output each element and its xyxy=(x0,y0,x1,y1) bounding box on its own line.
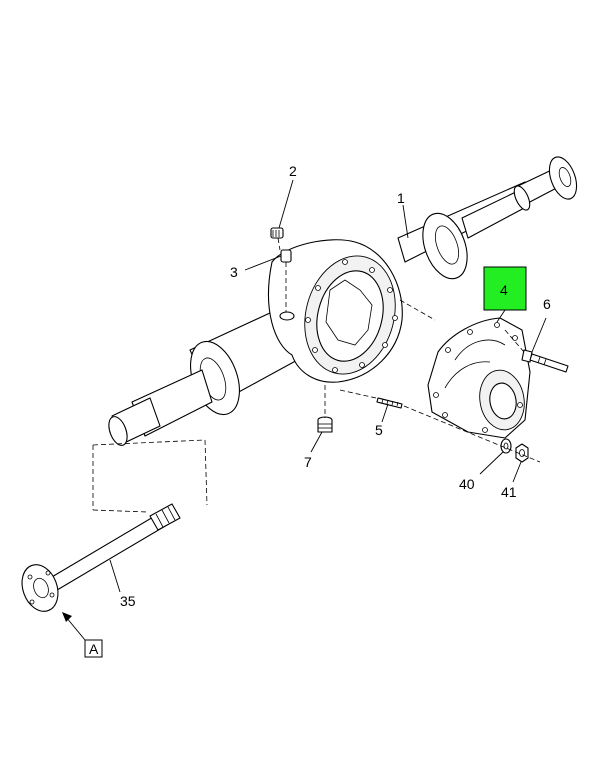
alignment-lines xyxy=(92,237,541,513)
view-arrow xyxy=(62,612,86,641)
callout-41[interactable]: 41 xyxy=(501,484,517,500)
callout-5[interactable]: 5 xyxy=(375,422,383,438)
callout-7[interactable]: 7 xyxy=(304,454,312,470)
stud[interactable] xyxy=(376,397,403,409)
washer[interactable] xyxy=(500,438,512,454)
callout-35[interactable]: 35 xyxy=(120,593,136,609)
axle-housing[interactable] xyxy=(105,153,581,448)
axle-shaft[interactable] xyxy=(16,503,181,616)
callout-1[interactable]: 1 xyxy=(397,190,405,206)
bolt[interactable] xyxy=(521,349,569,373)
callout-3[interactable]: 3 xyxy=(230,264,238,280)
callout-4-highlight xyxy=(483,266,527,311)
view-ref-box xyxy=(84,639,103,658)
differential-carrier[interactable] xyxy=(427,317,531,439)
callout-6[interactable]: 6 xyxy=(543,296,551,312)
callout-40[interactable]: 40 xyxy=(459,476,475,492)
callout-4[interactable]: 4 xyxy=(500,282,508,298)
breather[interactable] xyxy=(270,227,284,239)
nut[interactable] xyxy=(515,443,529,463)
view-ref-label: A xyxy=(89,641,99,657)
drain-plug[interactable] xyxy=(317,416,333,433)
fitting[interactable] xyxy=(280,249,292,263)
leader-lines xyxy=(109,179,547,593)
callout-2[interactable]: 2 xyxy=(289,163,297,179)
